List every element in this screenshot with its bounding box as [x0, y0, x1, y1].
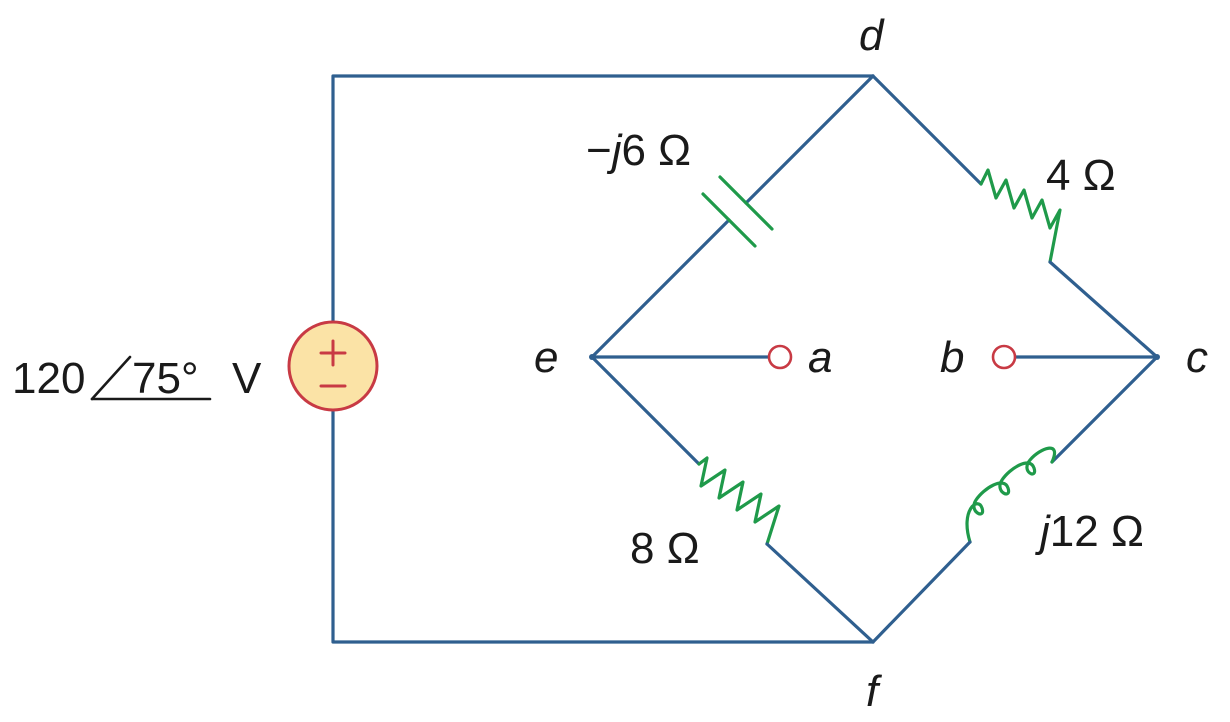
- inductor-value-label: j12 Ω: [1035, 507, 1144, 556]
- junction-c: [1154, 354, 1160, 360]
- node-label-a: a: [808, 333, 832, 382]
- branch-e-d: [590, 74, 875, 359]
- terminal-leads: [590, 344, 1159, 370]
- wire-top: [331, 74, 875, 323]
- wire-c-to-inductor: [1050, 355, 1159, 464]
- component-labels: −j6 Ω 4 Ω 8 Ω j12 Ω: [586, 126, 1144, 573]
- node-label-c: c: [1186, 333, 1208, 382]
- node-label-e: e: [534, 333, 558, 382]
- inductor-coil-icon: [965, 446, 1056, 544]
- resistor-zigzag-icon: [979, 168, 1062, 264]
- branch-e-f: [590, 355, 875, 644]
- angle-symbol-icon: [90, 355, 132, 401]
- resistor-8-value-label: 8 Ω: [630, 524, 700, 573]
- wire-e-to-capacitor: [590, 218, 731, 359]
- source-label: 120 75° V: [12, 354, 262, 403]
- junction-dots: [589, 354, 1160, 360]
- wire-d-to-resistor: [871, 74, 983, 186]
- terminal-a-icon: [767, 344, 793, 370]
- source-magnitude: 120: [12, 354, 85, 403]
- resistor-zigzag-icon: [697, 456, 781, 546]
- branch-d-c: [871, 74, 1159, 359]
- node-label-f: f: [866, 667, 883, 716]
- wire-resistor-to-f: [765, 542, 875, 644]
- branch-c-f: [871, 355, 1159, 644]
- source-loop-wires: [331, 74, 875, 644]
- junction-e: [589, 354, 595, 360]
- node-label-b: b: [940, 333, 964, 382]
- wire-bottom: [331, 409, 875, 644]
- node-labels: d e a b c f: [534, 11, 1208, 716]
- terminal-b-icon: [991, 344, 1017, 370]
- source-angle: 75°: [132, 354, 199, 403]
- source-unit: V: [232, 354, 262, 403]
- wire-e-to-resistor: [590, 355, 701, 466]
- capacitor-plate-icon: [701, 192, 757, 248]
- wire-resistor-to-c: [1048, 260, 1159, 359]
- wire-inductor-to-f: [871, 540, 972, 644]
- capacitor-value-label: −j6 Ω: [586, 126, 691, 175]
- wire-capacitor-to-d: [744, 74, 875, 205]
- node-label-d: d: [859, 11, 885, 60]
- voltage-source: [287, 320, 379, 412]
- resistor-4-value-label: 4 Ω: [1046, 151, 1116, 200]
- capacitor-plate-icon: [718, 175, 774, 231]
